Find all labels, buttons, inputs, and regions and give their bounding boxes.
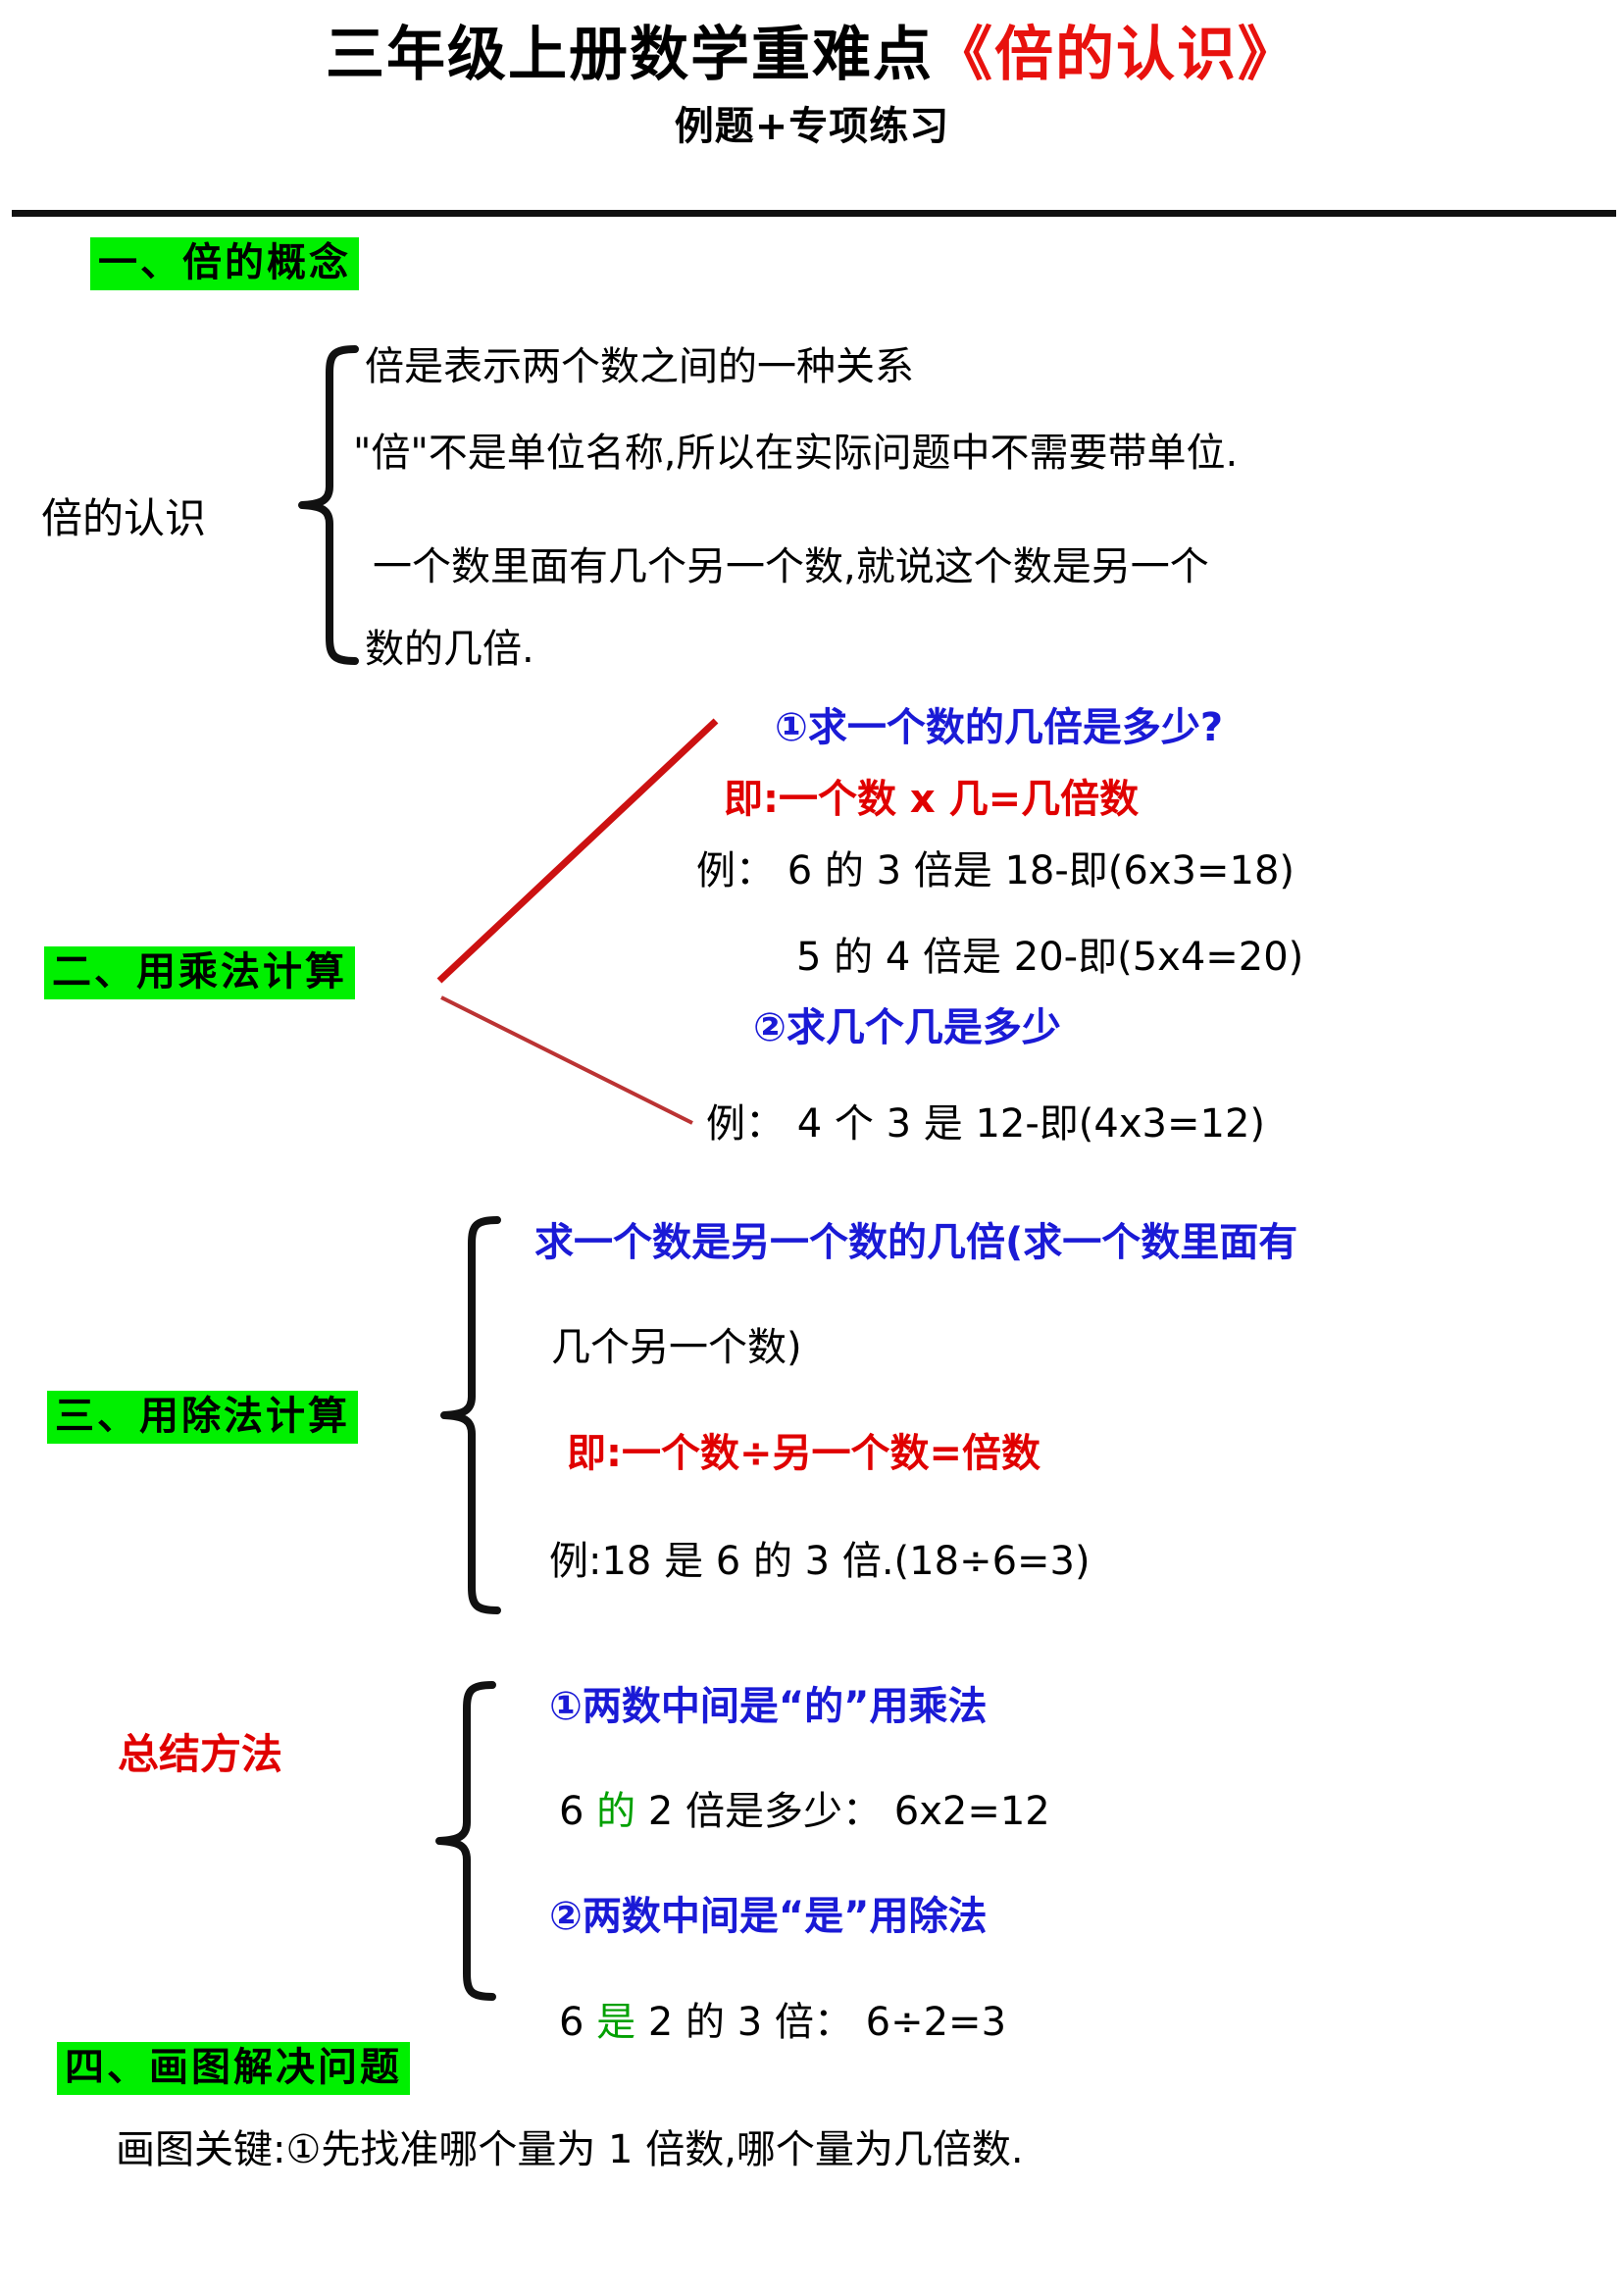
brace-summary [431, 1679, 500, 2003]
section2-item1-heading: ①求一个数的几倍是多少? [775, 705, 1224, 750]
section1-line-3: 一个数里面有几个另一个数,就说这个数是另一个 [373, 544, 1209, 589]
connector-line-upper [436, 718, 719, 984]
summary-item2-example-post: 2 的 3 倍： 6÷2=3 [635, 2000, 1007, 2045]
section2-item1-example-2: 5 的 4 倍是 20-即(5x4=20) [796, 935, 1304, 980]
section4-line-1: 画图关键:①先找准哪个量为 1 倍数,哪个量为几倍数. [116, 2127, 1024, 2172]
section1-line-1: 倍是表示两个数之间的一种关系 [365, 344, 914, 389]
section-tag-drawing: 四、画图解决问题 [57, 2042, 410, 2095]
title-main-red: 《倍的认识》 [934, 21, 1298, 89]
summary-item1-example: 6 的 2 倍是多少： 6x2=12 [559, 1790, 1050, 1833]
section-tag-division: 三、用除法计算 [47, 1391, 358, 1444]
summary-item1-example-post: 2 倍是多少： 6x2=12 [635, 1789, 1050, 1834]
brace-section1 [294, 343, 363, 667]
summary-label: 总结方法 [118, 1730, 283, 1778]
summary-item1-heading: ①两数中间是“的”用乘法 [549, 1684, 988, 1729]
section-tag-multiplication: 二、用乘法计算 [44, 946, 355, 999]
summary-item2-example: 6 是 2 的 3 倍： 6÷2=3 [559, 2001, 1006, 2044]
section1-line-2: "倍"不是单位名称,所以在实际问题中不需要带单位. [353, 431, 1239, 476]
section2-item1-formula: 即:一个数 x 几=几倍数 [724, 777, 1140, 822]
section3-formula: 即:一个数÷另一个数=倍数 [567, 1431, 1041, 1476]
title-divider [12, 210, 1616, 217]
summary-item1-example-keyword: 的 [596, 1789, 636, 1834]
page-subtitle: 例题+专项练习 [674, 104, 950, 149]
section3-heading-line-1: 求一个数是另一个数的几倍(求一个数里面有 [534, 1220, 1298, 1265]
title-main-black: 三年级上册数学重难点 [326, 21, 934, 89]
group-label-beishu: 倍的认识 [41, 494, 207, 542]
summary-item2-heading: ②两数中间是“是”用除法 [549, 1894, 988, 1939]
section3-heading-line-2: 几个另一个数) [551, 1325, 802, 1370]
summary-item1-example-pre: 6 [559, 1789, 597, 1834]
connector-line-lower [440, 995, 693, 1125]
summary-item2-example-keyword: 是 [596, 2000, 636, 2045]
section2-item2-example-1: 例： 4 个 3 是 12-即(4x3=12) [706, 1101, 1265, 1147]
section1-line-4: 数的几倍. [365, 627, 534, 672]
section2-item2-heading: ②求几个几是多少 [753, 1005, 1061, 1050]
section-tag-concept: 一、倍的概念 [90, 237, 359, 290]
page-title: 三年级上册数学重难点《倍的认识》 [0, 22, 1624, 89]
section3-example: 例:18 是 6 的 3 倍.(18÷6=3) [549, 1539, 1091, 1584]
brace-section3 [436, 1214, 505, 1616]
summary-item2-example-pre: 6 [559, 2000, 597, 2045]
section2-item1-example-1: 例： 6 的 3 倍是 18-即(6x3=18) [696, 848, 1294, 893]
